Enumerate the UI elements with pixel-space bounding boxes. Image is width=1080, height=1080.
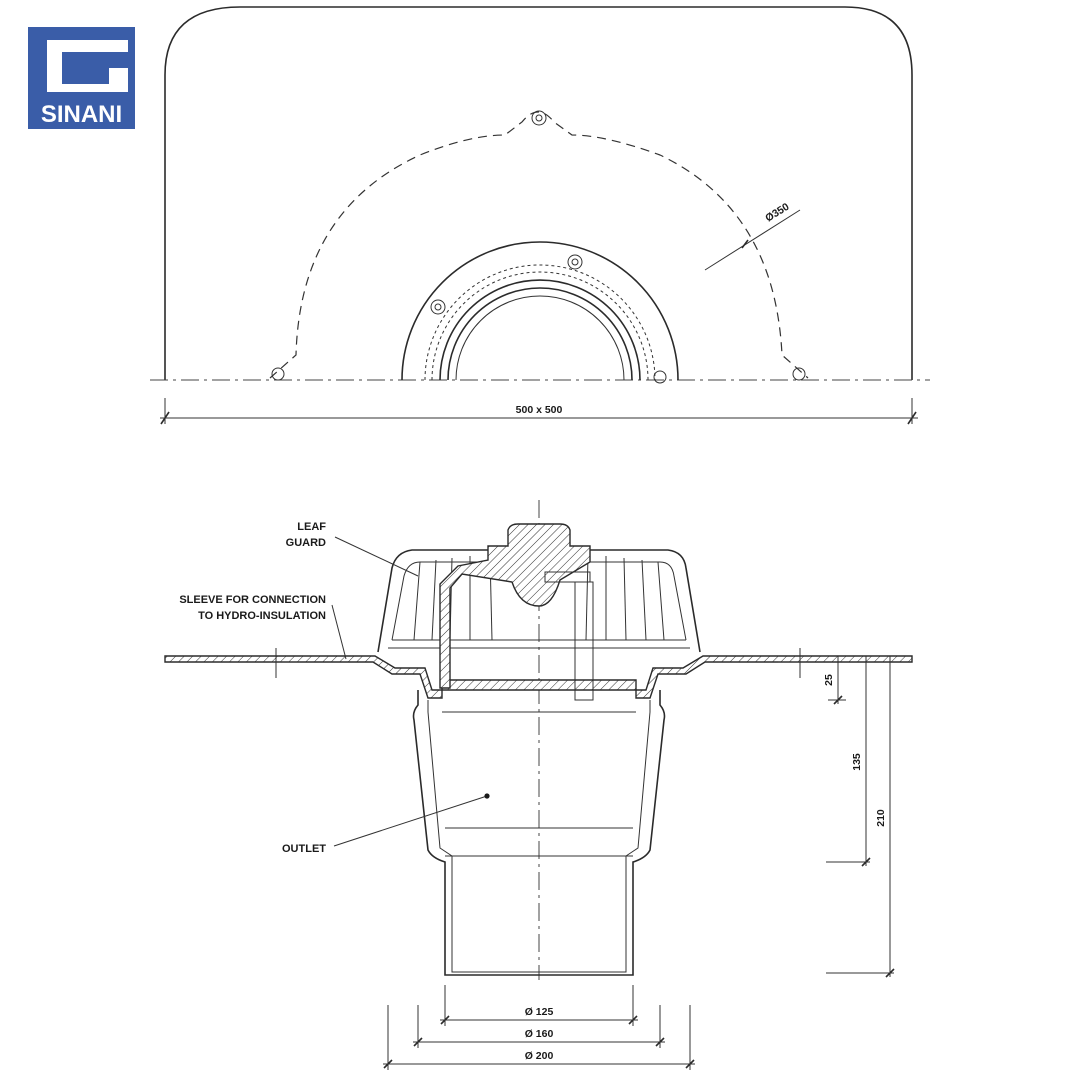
logo-text: SINANI	[41, 101, 122, 128]
plan-dim-tick-left	[160, 411, 170, 425]
d125-tick-right	[628, 1015, 638, 1025]
leaf-guard-label-1: LEAF	[297, 521, 326, 533]
inner-stem	[574, 581, 594, 701]
d200-label: Ø 200	[525, 1050, 554, 1062]
d125-tick-left	[440, 1015, 450, 1025]
dim-210-label: 210	[875, 809, 887, 827]
dim-135-label: 135	[851, 753, 863, 771]
plan-diameter-tick	[741, 239, 749, 249]
d125-label: Ø 125	[525, 1006, 554, 1018]
plan-view: Ø350 500 x 500	[150, 6, 930, 425]
dim-210-tick	[885, 968, 895, 978]
sleeve-label-2: TO HYDRO-INSULATION	[198, 610, 326, 622]
plan-diameter-leader	[704, 209, 801, 271]
outlet-label: OUTLET	[282, 843, 326, 855]
plan-body-ring-1	[439, 279, 641, 381]
d160-label: Ø 160	[525, 1028, 554, 1040]
plan-diameter-label: Ø350	[763, 201, 791, 225]
dim-135-tick	[861, 857, 871, 867]
plan-bolt-right	[792, 367, 806, 381]
plan-inner-bolt-1	[430, 299, 446, 315]
plan-inner-bolt-2	[567, 254, 583, 270]
cap-slot	[544, 571, 591, 583]
plan-body-ring-3	[455, 295, 625, 381]
outlet-leader-dot	[484, 793, 490, 799]
plan-inner-bolt-1-core	[434, 303, 442, 311]
plan-bolt-top-inner	[535, 114, 543, 122]
plan-bolt-top	[531, 110, 547, 126]
leaf-guard-label-2: GUARD	[286, 537, 326, 549]
sleeve-membrane	[164, 655, 913, 699]
d160-tick-left	[413, 1037, 423, 1047]
outlet-collar-inner	[427, 700, 651, 973]
outlet-leader	[333, 795, 488, 847]
plan-inner-bolt-3	[653, 370, 667, 384]
plan-body-ring-2	[447, 287, 633, 381]
leaf-guard-top-cap	[439, 523, 591, 689]
sinani-logo: SINANI	[28, 27, 135, 129]
plan-bolt-left	[271, 367, 285, 381]
plan-sheet-outline	[164, 6, 913, 380]
plan-dim-tick-right	[907, 411, 917, 425]
logo-mark-icon	[47, 40, 128, 92]
section-view: LEAF GUARD SLEEVE FOR CONNECTION TO HYDR…	[164, 500, 913, 1070]
plan-inner-bolt-2-core	[571, 258, 579, 266]
plan-body-dotted-2	[431, 271, 649, 381]
leaf-guard-leader	[334, 536, 419, 577]
sleeve-leader	[331, 604, 347, 660]
d200-tick-left	[383, 1059, 393, 1069]
d160-tick-right	[655, 1037, 665, 1047]
plan-body-outer	[401, 241, 679, 381]
dim-25-tick	[833, 695, 843, 705]
dim-25-label: 25	[823, 674, 835, 686]
outlet-collar	[412, 690, 666, 976]
plan-flange-dashed	[269, 111, 809, 379]
plan-width-label: 500 x 500	[516, 404, 563, 416]
d200-tick-right	[685, 1059, 695, 1069]
plan-body-dotted-1	[424, 264, 656, 381]
sleeve-label-1: SLEEVE FOR CONNECTION	[179, 594, 326, 606]
